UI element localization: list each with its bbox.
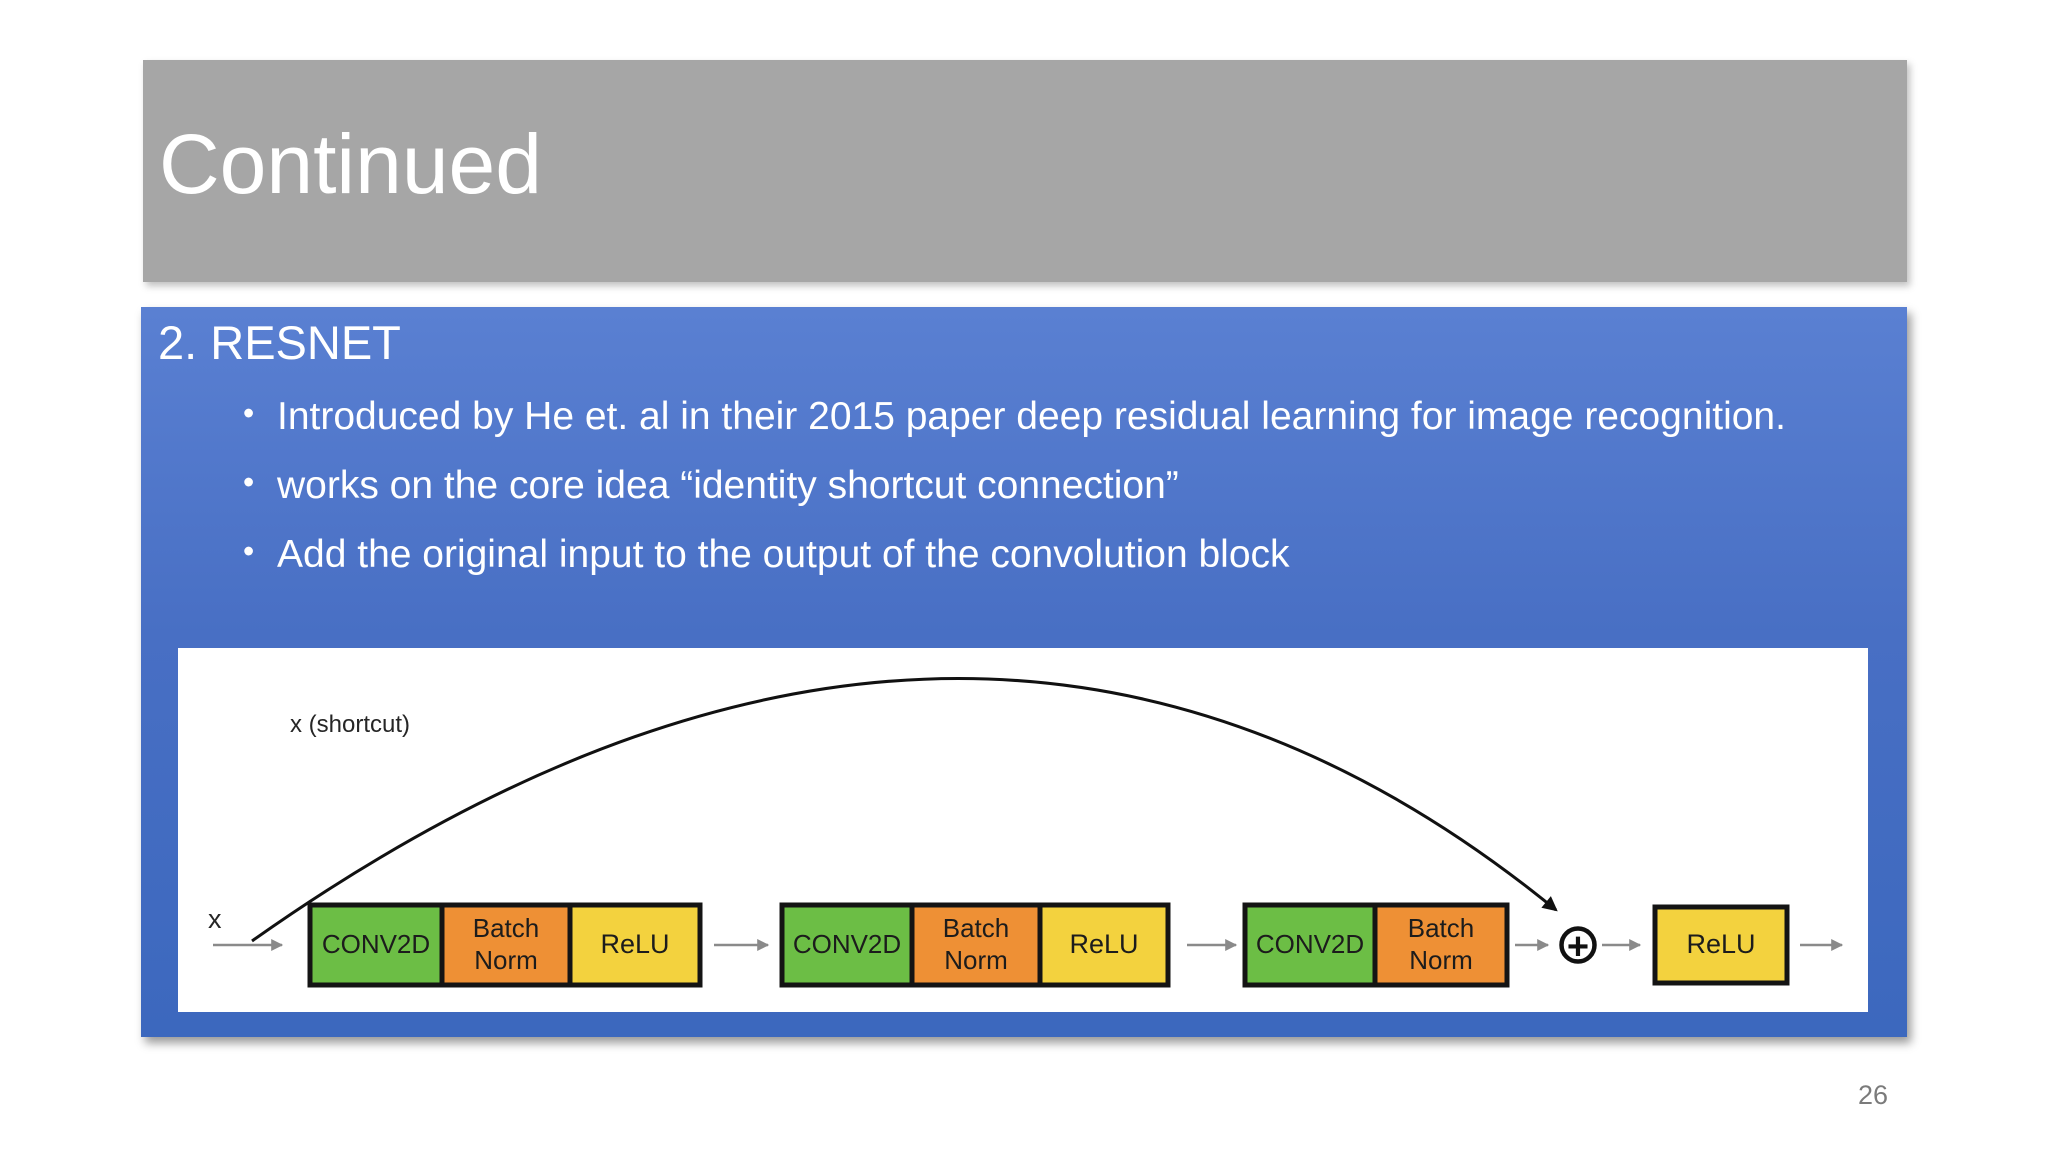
batchnorm-label-line2: Norm <box>944 945 1008 975</box>
conv2d-label: CONV2D <box>1256 929 1364 959</box>
resnet-diagram-svg: x (shortcut) x CONV2D Batch Norm ReLU CO <box>208 677 1844 988</box>
relu-label: ReLU <box>600 929 669 959</box>
shortcut-label: x (shortcut) <box>290 711 410 738</box>
content-panel: 2. RESNET Introduced by He et. al in the… <box>141 307 1907 1037</box>
shortcut-arc <box>251 677 1558 943</box>
batchnorm-label-line2: Norm <box>1409 945 1473 975</box>
conv2d-label: CONV2D <box>322 929 430 959</box>
relu-box <box>1037 902 1171 988</box>
title-banner: Continued <box>143 60 1907 282</box>
bullet-item: works on the core idea “identity shortcu… <box>243 460 1877 512</box>
conv-block-group-1: CONV2D Batch Norm ReLU <box>307 902 703 988</box>
add-node: + <box>1559 926 1597 968</box>
batchnorm-label-line1: Batch <box>943 913 1010 943</box>
bullet-item: Introduced by He et. al in their 2015 pa… <box>243 391 1877 443</box>
conv2d-box <box>779 902 915 988</box>
batchnorm-label-line2: Norm <box>474 945 538 975</box>
relu-box <box>567 902 703 988</box>
relu-label: ReLU <box>1686 929 1755 959</box>
relu-label: ReLU <box>1069 929 1138 959</box>
section-heading: 2. RESNET <box>158 316 401 369</box>
bullet-list: Introduced by He et. al in their 2015 pa… <box>243 391 1877 598</box>
batchnorm-label-line1: Batch <box>473 913 540 943</box>
page-number: 26 <box>1858 1080 1889 1110</box>
relu-box <box>1652 904 1790 986</box>
input-label: x <box>208 904 222 934</box>
bullet-item: Add the original input to the output of … <box>243 529 1877 581</box>
final-relu-block: ReLU <box>1652 904 1790 986</box>
batchnorm-box <box>1372 902 1510 988</box>
batchnorm-label-line1: Batch <box>1408 913 1475 943</box>
conv2d-label: CONV2D <box>793 929 901 959</box>
add-node-circle <box>1559 926 1597 964</box>
resnet-diagram: x (shortcut) x CONV2D Batch Norm ReLU CO <box>178 648 1868 1012</box>
plus-symbol: + <box>1567 926 1589 968</box>
conv-block-group-3: CONV2D Batch Norm <box>1242 902 1510 988</box>
slide-title: Continued <box>159 117 542 211</box>
conv-block-group-2: CONV2D Batch Norm ReLU <box>779 902 1171 988</box>
